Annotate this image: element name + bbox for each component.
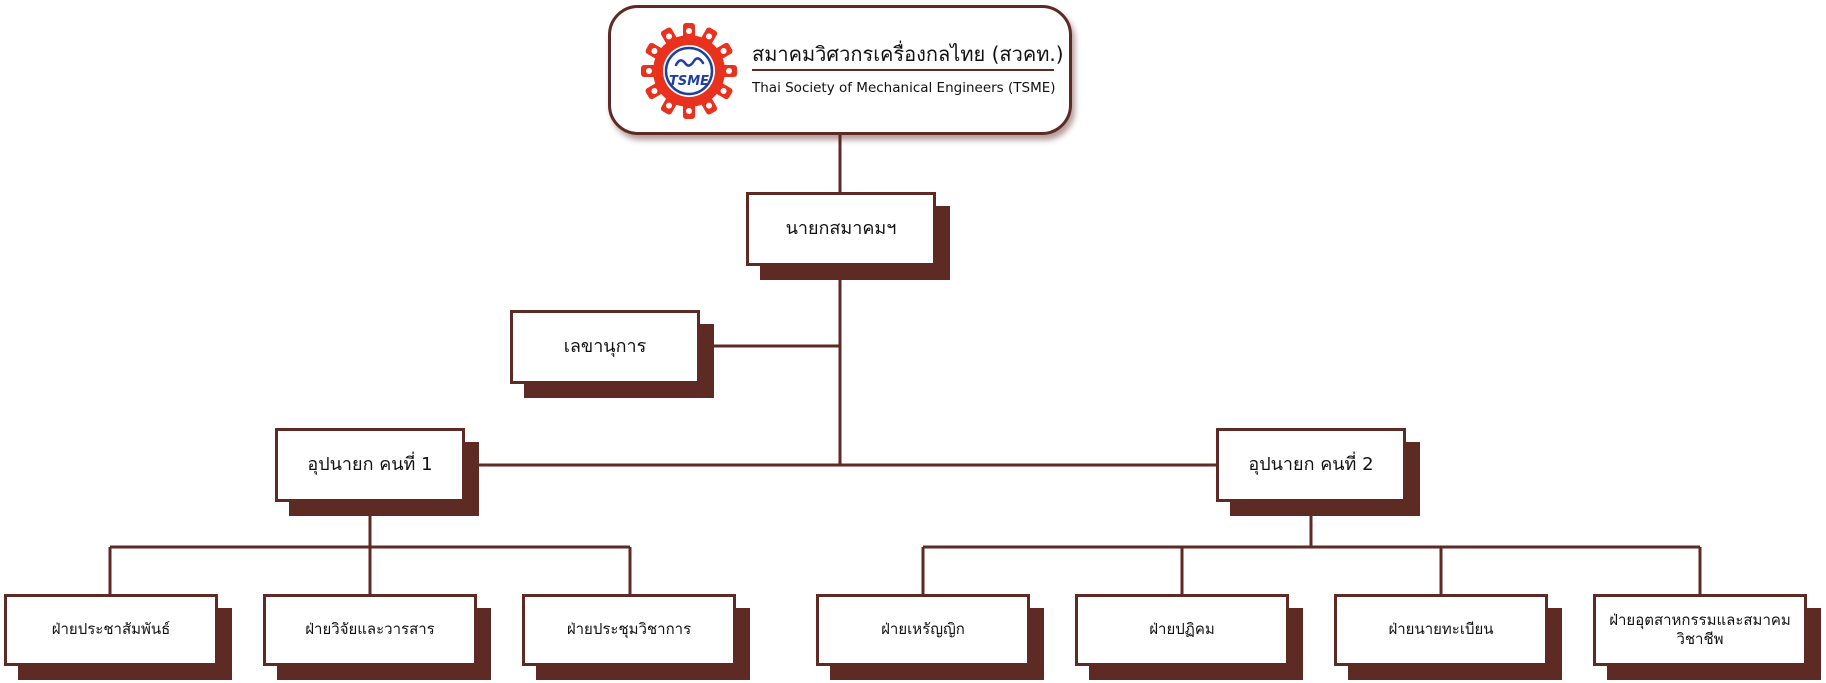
secretary-label: เลขานุการ bbox=[510, 310, 700, 384]
vice-president-1-box: อุปนายก คนที่ 1 bbox=[275, 428, 479, 516]
president-label: นายกสมาคมฯ bbox=[746, 192, 936, 266]
receptionist-department-label: ฝ่ายปฏิคม bbox=[1075, 594, 1289, 666]
president-box: นายกสมาคมฯ bbox=[746, 192, 950, 280]
vice-president-2-label: อุปนายก คนที่ 2 bbox=[1216, 428, 1406, 502]
industry-department-label: ฝ่ายอุตสาหกรรมและสมาคมวิชาชีพ bbox=[1593, 594, 1807, 666]
receptionist-department-box: ฝ่ายปฏิคม bbox=[1075, 594, 1303, 680]
registrar-department-label: ฝ่ายนายทะเบียน bbox=[1334, 594, 1548, 666]
pr-department-box: ฝ่ายประชาสัมพันธ์ bbox=[4, 594, 232, 680]
pr-department-label: ฝ่ายประชาสัมพันธ์ bbox=[4, 594, 218, 666]
organization-name-english: Thai Society of Mechanical Engineers (TS… bbox=[752, 80, 1056, 96]
vice-president-1-label: อุปนายก คนที่ 1 bbox=[275, 428, 465, 502]
vice-president-2-box: อุปนายก คนที่ 2 bbox=[1216, 428, 1420, 516]
tsme-gear-logo-icon: TSME bbox=[641, 23, 737, 119]
conference-department-box: ฝ่ายประชุมวิชาการ bbox=[522, 594, 750, 680]
treasurer-department-box: ฝ่ายเหรัญญิก bbox=[816, 594, 1044, 680]
organization-header: TSME สมาคมวิศวกรเครื่องกลไทย (สวคท.) Tha… bbox=[608, 5, 1072, 135]
research-department-label: ฝ่ายวิจัยและวารสาร bbox=[263, 594, 477, 666]
conference-department-label: ฝ่ายประชุมวิชาการ bbox=[522, 594, 736, 666]
research-department-box: ฝ่ายวิจัยและวารสาร bbox=[263, 594, 491, 680]
registrar-department-box: ฝ่ายนายทะเบียน bbox=[1334, 594, 1562, 680]
secretary-box: เลขานุการ bbox=[510, 310, 714, 398]
title-divider bbox=[752, 69, 1054, 71]
organization-name-thai: สมาคมวิศวกรเครื่องกลไทย (สวคท.) bbox=[752, 42, 1064, 66]
treasurer-department-label: ฝ่ายเหรัญญิก bbox=[816, 594, 1030, 666]
svg-text:TSME: TSME bbox=[669, 74, 709, 89]
industry-department-box: ฝ่ายอุตสาหกรรมและสมาคมวิชาชีพ bbox=[1593, 594, 1821, 680]
